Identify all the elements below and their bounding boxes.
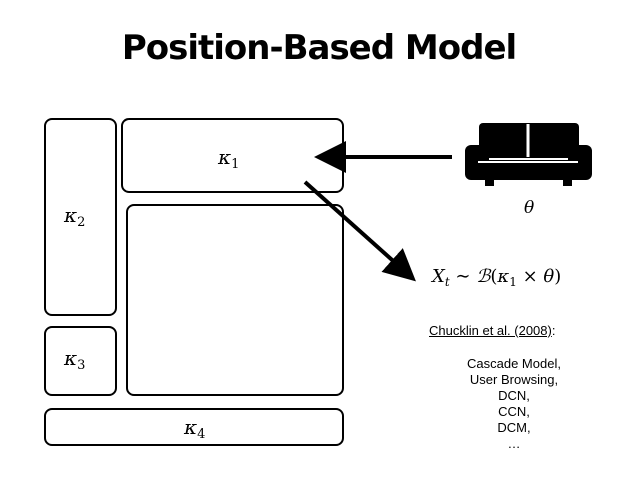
citation: Chucklin et al. (2008): xyxy=(429,323,556,338)
slot-main xyxy=(126,204,344,396)
model-item: User Browsing, xyxy=(469,372,559,387)
slot-kappa4 xyxy=(44,408,344,446)
arrow-to-formula xyxy=(303,180,416,282)
model-item: CCN, xyxy=(498,404,530,419)
model-item: DCM, xyxy=(497,420,531,435)
kappa4-label: κ4 xyxy=(184,415,206,442)
kappa3-label: κ3 xyxy=(64,346,86,373)
model-item: Cascade Model, xyxy=(467,356,561,371)
model-list: Cascade Model, User Browsing, DCN, CCN, … xyxy=(444,356,584,452)
slot-kappa2 xyxy=(44,118,117,316)
model-item: DCN, xyxy=(498,388,530,403)
citation-link[interactable]: Chucklin et al. (2008) xyxy=(429,323,552,338)
click-formula: Xt ∼ ℬ(κ1 × θ) xyxy=(432,266,562,289)
model-item: … xyxy=(507,436,521,451)
slot-kappa3 xyxy=(44,326,117,396)
kappa1-label: κ1 xyxy=(218,145,240,172)
kappa2-label: κ2 xyxy=(64,203,86,230)
theta-label: θ xyxy=(524,198,535,218)
couch-icon xyxy=(465,123,592,186)
slide-title: Position-Based Model xyxy=(121,28,517,68)
